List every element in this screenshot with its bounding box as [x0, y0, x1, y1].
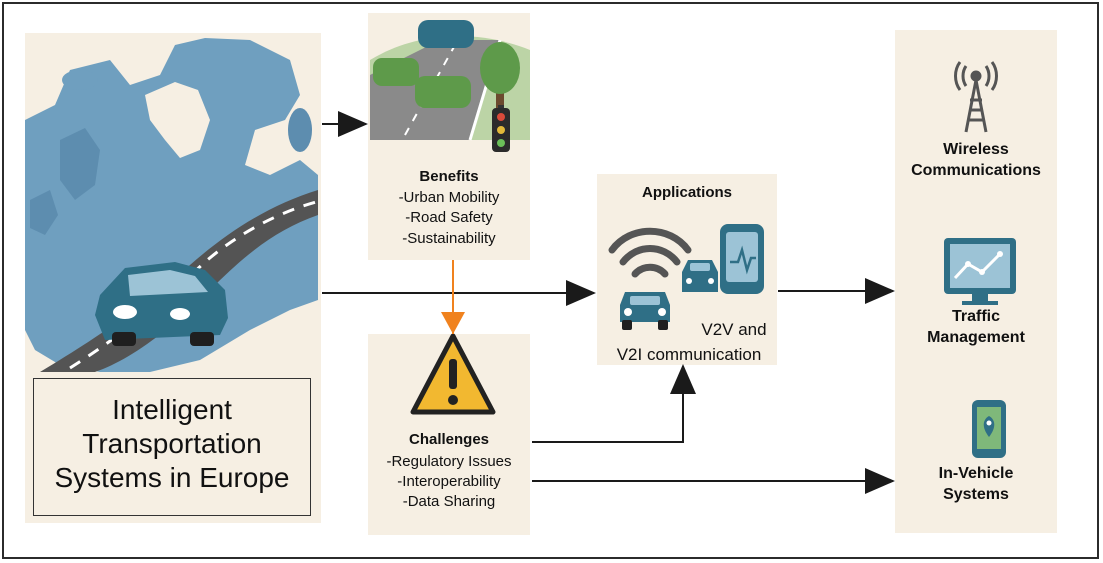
title-line-1: Intelligent [112, 394, 232, 425]
smartphone-icon [720, 224, 764, 294]
applications-title: Applications [641, 184, 732, 201]
phone-location-icon [972, 400, 1006, 458]
challenges-title: Challenges [408, 431, 490, 448]
wifi-signal-icon [608, 227, 692, 278]
car-v2v-icon [620, 292, 670, 330]
green-car-icon [373, 20, 474, 108]
title-box [33, 378, 311, 516]
radio-tower-icon [954, 61, 998, 133]
car-icon [95, 262, 228, 346]
title-line-2: Transportation [82, 428, 262, 459]
wireless-label-1: Wireless [943, 141, 1009, 158]
benefits-title: Benefits [419, 168, 479, 185]
traffic-label-2: Management [927, 329, 1025, 346]
traffic-label-1: Traffic [951, 308, 1000, 325]
challenges-item-3: -Data Sharing [402, 493, 496, 510]
arrow-challenges-to-applications [532, 364, 696, 443]
challenges-item-1: -Regulatory Issues [386, 453, 512, 470]
wireless-label-2: Communications [911, 162, 1041, 179]
title-line-3: Systems in Europe [54, 462, 290, 493]
car-v2i-icon [682, 260, 718, 292]
monitor-chart-icon [944, 238, 1016, 305]
tree-icon [480, 42, 520, 108]
benefits-item-3: -Sustainability [402, 230, 496, 247]
challenges-item-2: -Interoperability [397, 473, 501, 490]
applications-caption-1: V2V and [701, 320, 767, 339]
warning-triangle-icon [410, 333, 496, 415]
invehicle-label-2: Systems [943, 486, 1009, 503]
europe-map-icon [25, 38, 318, 372]
applications-caption-2: V2I communication [616, 345, 762, 364]
benefits-item-1: -Urban Mobility [398, 189, 500, 206]
traffic-light-icon [492, 105, 510, 152]
orange-arrowhead [441, 312, 465, 334]
benefits-item-2: -Road Safety [405, 209, 493, 226]
invehicle-label-1: In-Vehicle [938, 465, 1014, 482]
